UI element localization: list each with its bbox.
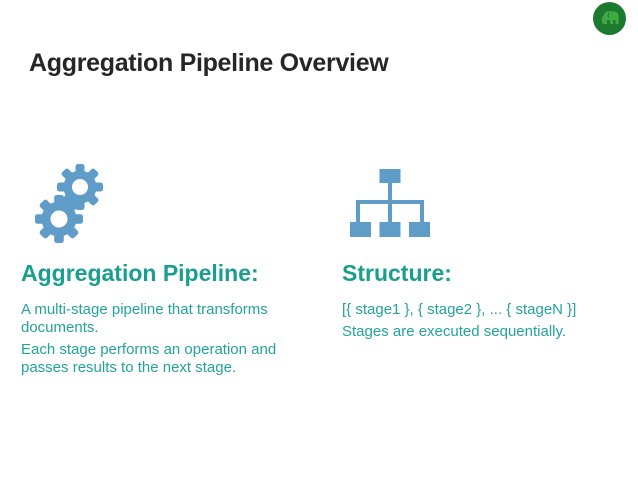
right-column-heading: Structure:	[342, 260, 452, 286]
gears-icon	[35, 162, 105, 252]
left-paragraph-2: Each stage performs an operation and pas…	[21, 341, 277, 376]
right-paragraph-2: Stages are executed sequentially.	[342, 323, 567, 340]
left-column-body: A multi-stage pipeline that transforms d…	[21, 301, 313, 381]
green-elephant-logo-icon	[593, 2, 626, 35]
right-column-body: [{ stage1 }, { stage2 }, ... { stageN }]…	[342, 301, 634, 345]
right-paragraph-1: [{ stage1 }, { stage2 }, ... { stageN }]	[342, 301, 577, 318]
left-paragraph-1: A multi-stage pipeline that transforms d…	[21, 301, 268, 336]
slide-title: Aggregation Pipeline Overview	[29, 49, 389, 77]
left-column-heading: Aggregation Pipeline:	[21, 260, 259, 286]
hierarchy-icon	[350, 169, 430, 242]
